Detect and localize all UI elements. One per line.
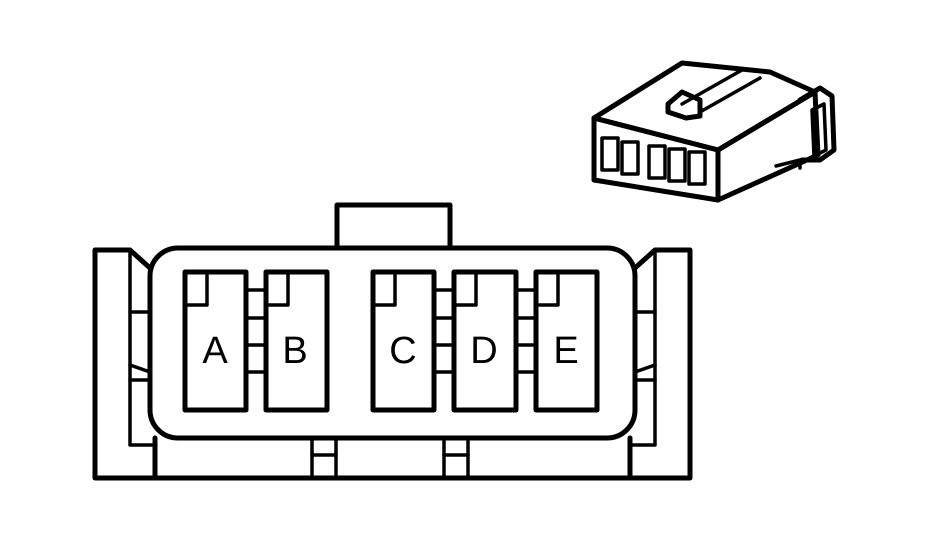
cavity-e: E bbox=[533, 269, 600, 413]
cavity-d: D bbox=[451, 269, 519, 413]
cavity-dividers bbox=[244, 288, 538, 374]
cavity-c: C bbox=[370, 269, 437, 413]
cavity-c-label: C bbox=[389, 330, 416, 372]
cavity-a: A bbox=[182, 269, 249, 413]
cavity-b-label: B bbox=[282, 330, 307, 372]
cavity-d-label: D bbox=[470, 330, 497, 372]
connector-face-view: A B C D E bbox=[92, 202, 693, 481]
cavity-e-label: E bbox=[553, 330, 578, 372]
cavity-a-label: A bbox=[202, 330, 228, 372]
iso-terminal-slots bbox=[600, 136, 707, 186]
connector-isometric-view bbox=[591, 60, 837, 203]
cavity-b: B bbox=[263, 269, 330, 413]
